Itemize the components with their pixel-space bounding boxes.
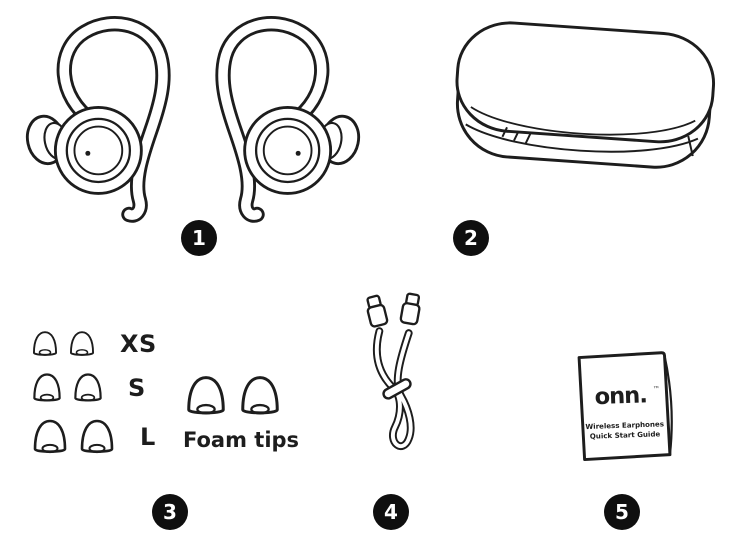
- ear-tips-illustration: XS S L: [30, 330, 157, 456]
- booklet-cover: [577, 351, 672, 462]
- ear-tip-icon: [69, 331, 95, 357]
- item-badge-4: 4: [373, 494, 409, 530]
- item-badge-2: 2: [453, 220, 489, 256]
- size-label-l: L: [140, 423, 156, 451]
- charging-cable-drawing: [366, 292, 421, 450]
- earbud-left-shape: [23, 24, 163, 215]
- earbud-right-shape: [223, 24, 363, 215]
- ear-tip-icon: [80, 419, 114, 454]
- ear-tip-icon: [74, 373, 102, 402]
- ear-tip-icon: [32, 331, 58, 357]
- charging-case-illustration: [448, 16, 724, 192]
- case-lid-edge-line: [470, 106, 696, 136]
- case-hinge-line: [687, 135, 694, 157]
- foam-tips-label: Foam tips: [183, 428, 300, 452]
- ear-tip-icon: [33, 373, 61, 402]
- foam-tip-icon: [187, 376, 225, 415]
- booklet-page-edge: [663, 355, 673, 455]
- ear-tip-row-s: S: [30, 372, 157, 404]
- foam-tip-icon: [241, 376, 279, 415]
- item-badge-1: 1: [181, 220, 217, 256]
- charging-case-drawing: [455, 21, 716, 169]
- case-lid: [455, 21, 716, 144]
- earbuds-illustration: [20, 6, 366, 228]
- earbud-right-illustration: [194, 6, 366, 228]
- case-front-indicator-marks: [501, 126, 532, 144]
- size-label-xs: XS: [120, 330, 157, 358]
- foam-tips-illustration: Foam tips: [183, 374, 299, 452]
- ear-tip-icon: [33, 419, 67, 454]
- booklet-drawing: onn. ™ Wireless Earphones Quick Start Gu…: [577, 351, 673, 462]
- booklet-trademark: ™: [653, 385, 660, 393]
- booklet-brand-logo: onn.: [594, 382, 647, 410]
- booklet-subtitle-line1: Wireless Earphones: [585, 419, 664, 431]
- ear-tip-row-l: L: [30, 418, 157, 456]
- item-badge-5: 5: [604, 494, 640, 530]
- size-label-s: S: [128, 374, 146, 402]
- ear-tip-row-xs: XS: [30, 330, 157, 358]
- foam-tip-pair: [183, 374, 283, 418]
- cable-connector-left: [366, 294, 389, 328]
- charging-cable-illustration: [352, 292, 442, 474]
- cable-connector-right: [399, 292, 421, 326]
- case-seam-line: [465, 123, 699, 153]
- earbud-left-illustration: [20, 6, 192, 228]
- quick-start-guide-illustration: onn. ™ Wireless Earphones Quick Start Gu…: [570, 346, 684, 468]
- item-badge-3: 3: [152, 494, 188, 530]
- booklet-subtitle-line2: Quick Start Guide: [590, 429, 661, 440]
